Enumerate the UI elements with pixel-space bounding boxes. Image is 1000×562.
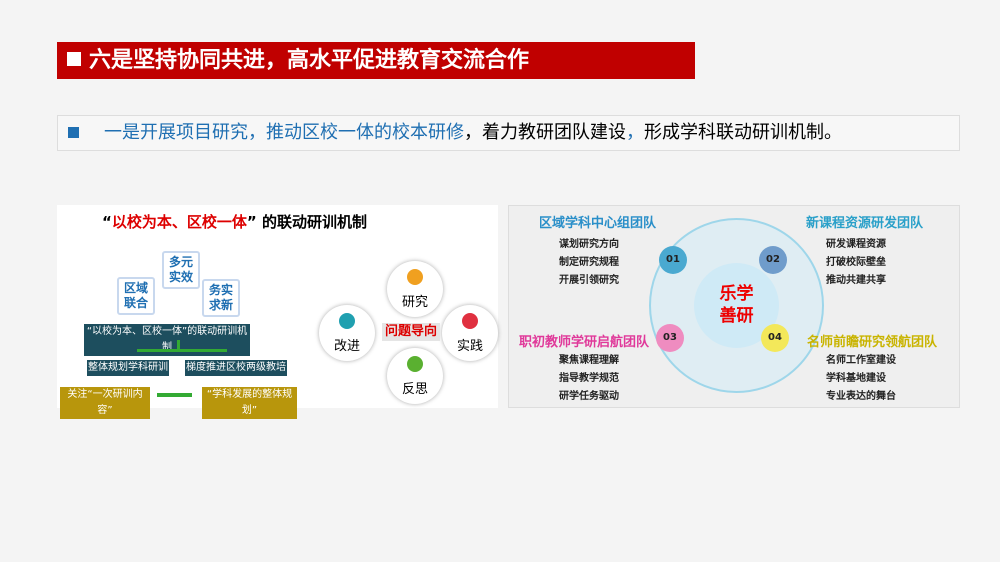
item: 学科基地建设	[826, 373, 886, 384]
badge-01: 01	[659, 246, 687, 274]
team-name: 名师前瞻研究领航团队	[807, 335, 938, 350]
badge-02: 02	[759, 246, 787, 274]
item: 聚焦课程理解	[559, 355, 619, 366]
cycle-research: 研究	[387, 261, 443, 317]
team-name: 职初教师学研启航团队	[519, 335, 650, 350]
box-regional: 区域联合	[117, 277, 155, 315]
subtitle-part1: 一是开展项目研究，推动区校一体的校本研修	[104, 122, 464, 143]
focus-from: 关注“一次研训内容”	[60, 387, 150, 419]
team-name: 区域学科中心组团队	[539, 216, 657, 231]
item: 推动共建共享	[826, 275, 886, 286]
arrow	[137, 349, 227, 352]
subtitle-part3: ，	[626, 122, 644, 143]
square-bullet-icon	[67, 52, 81, 66]
cycle-improve: 改进	[319, 305, 375, 361]
badge-04: 04	[761, 324, 789, 352]
heading-red: 以校为本、区校一体	[111, 213, 247, 231]
mechanism-heading: “以校为本、区校一体” 的联动研训机制	[102, 211, 367, 232]
subtitle-part4: 形成学科联动研训机制。	[644, 122, 842, 143]
label: 研究	[401, 295, 428, 310]
subtitle-box: 一是开展项目研究，推动区校一体的校本研修，着力教研团队建设，形成学科联动研训机制…	[57, 115, 960, 151]
item: 名师工作室建设	[826, 355, 896, 366]
subtitle-part2: ，着力教研团队建设	[464, 122, 626, 143]
arrow	[177, 340, 180, 350]
label: 改进	[333, 339, 360, 354]
item: 指导教学规范	[559, 373, 619, 384]
item: 研发课程资源	[826, 239, 886, 250]
center-text: 乐学	[719, 284, 754, 304]
team-items: 谋划研究方向制定研究规程开展引领研究	[559, 236, 619, 290]
mechanism-image: “以校为本、区校一体” 的联动研训机制 区域联合 多元实效 务实求新 “以校为本…	[57, 205, 498, 419]
focus-to: “学科发展的整体规划”	[202, 387, 297, 419]
cycle-reflect: 反思	[387, 348, 443, 404]
teams-image: 乐学善研 01 02 03 04 区域学科中心组团队 新课程资源研发团队 职初教…	[508, 205, 960, 408]
heading-rest: ” 的联动研训机制	[246, 213, 367, 231]
item: 打破校际壁垒	[826, 257, 886, 268]
arrow-right	[157, 393, 192, 397]
quote: “	[102, 213, 112, 231]
team-items: 研发课程资源打破校际壁垒推动共建共享	[826, 236, 886, 290]
item: 开展引领研究	[559, 275, 619, 286]
item: 谋划研究方向	[559, 239, 619, 250]
cycle-practice: 实践	[442, 305, 498, 361]
square-bullet-icon	[68, 127, 79, 138]
label: 反思	[401, 382, 428, 397]
badge-03: 03	[656, 324, 684, 352]
box-diverse: 多元实效	[162, 251, 200, 289]
team-name: 新课程资源研发团队	[806, 216, 924, 231]
branch2: 梯度推进区校两级教培	[185, 360, 287, 376]
item: 专业表达的舞台	[826, 391, 896, 402]
section-title-text: 六是坚持协同共进，高水平促进教育交流合作	[89, 48, 530, 73]
problem-oriented: 问题导向	[382, 323, 440, 341]
section-title: 六是坚持协同共进，高水平促进教育交流合作	[57, 42, 695, 79]
team-items: 名师工作室建设学科基地建设专业表达的舞台	[826, 352, 896, 406]
branch1: 整体规划学科研训	[87, 360, 169, 376]
box-practical: 务实求新	[202, 279, 240, 317]
center-text: 善研	[719, 306, 754, 326]
item: 制定研究规程	[559, 257, 619, 268]
team-items: 聚焦课程理解指导教学规范研学任务驱动	[559, 352, 619, 406]
item: 研学任务驱动	[559, 391, 619, 402]
label: 实践	[456, 339, 483, 354]
